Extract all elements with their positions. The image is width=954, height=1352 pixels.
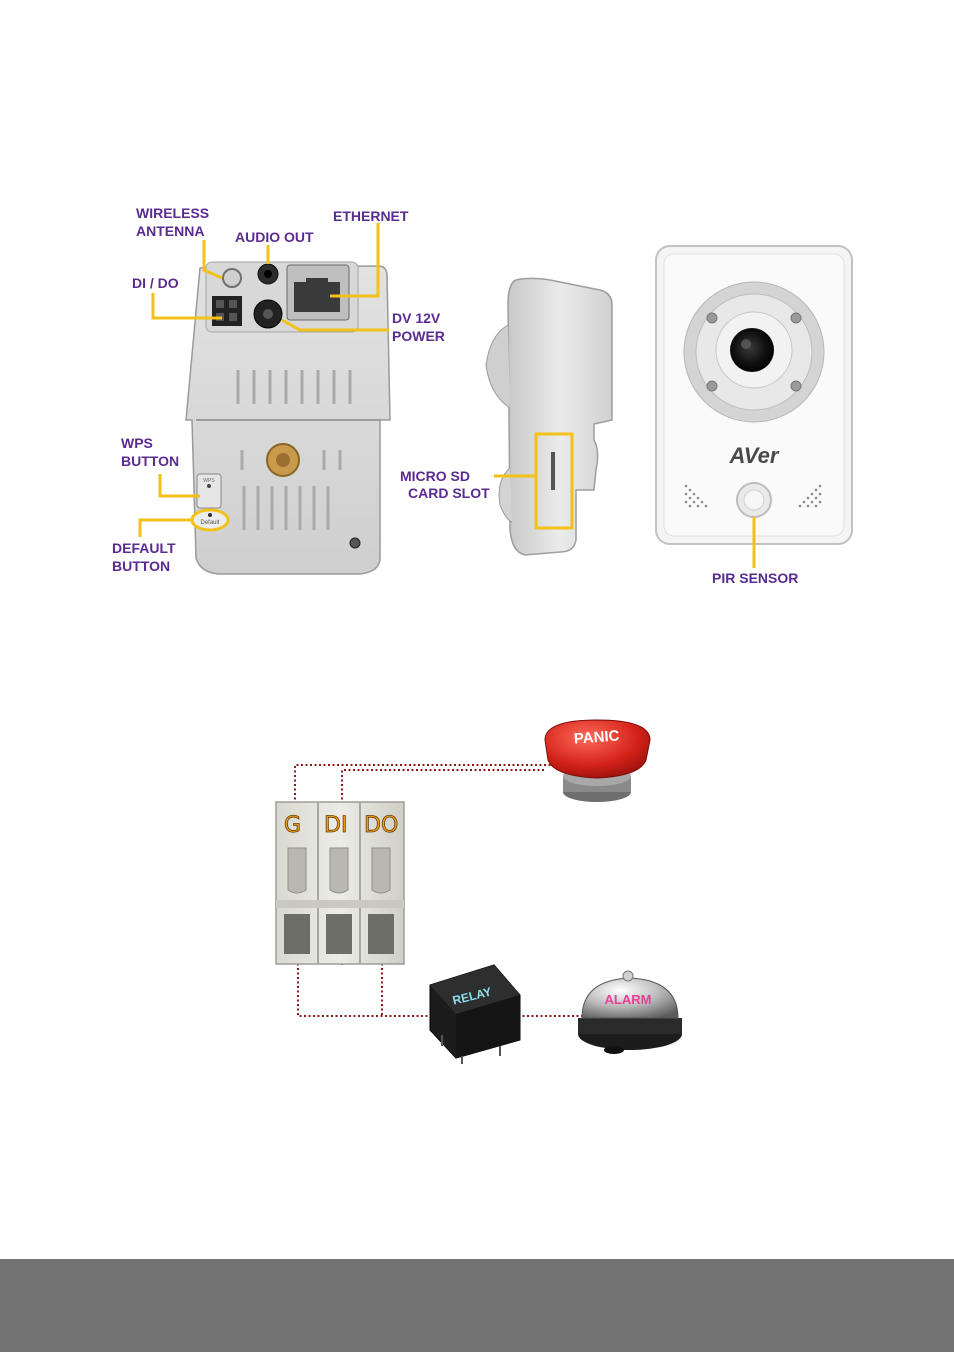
label-pir-sensor: PIR SENSOR	[712, 570, 798, 586]
callout-labels: WIRELESS ANTENNA AUDIO OUT ETHERNET DI /…	[112, 205, 798, 586]
page-footer-bar	[0, 1259, 954, 1352]
label-ethernet: ETHERNET	[333, 208, 409, 224]
panic-button: PANIC	[544, 719, 651, 802]
label-micro-sd-1: MICRO SD	[400, 468, 470, 484]
wiring-figure: G DI DO PANIC RELAY	[275, 719, 682, 1064]
speaker-grille-right	[798, 484, 822, 508]
camera-figure: WPS Default	[112, 205, 853, 586]
alarm-bell: ALARM	[578, 970, 682, 1054]
label-default-1: DEFAULT	[112, 540, 176, 556]
alarm-label: ALARM	[605, 992, 652, 1007]
antenna-connector	[222, 268, 242, 288]
label-dv-power-1: DV 12V	[392, 310, 441, 326]
label-micro-sd-2: CARD SLOT	[408, 485, 490, 501]
svg-text:WPS: WPS	[203, 478, 215, 484]
terminal-label-do: DO	[364, 813, 398, 838]
terminal-label-g: G	[284, 813, 301, 838]
label-dv-power-2: POWER	[392, 328, 445, 344]
label-di-do: DI / DO	[132, 275, 179, 291]
label-audio-out: AUDIO OUT	[235, 229, 314, 245]
terminal-block: G DI DO	[275, 801, 405, 965]
camera-front-view: AVer	[655, 245, 853, 545]
camera-side-view	[485, 277, 613, 556]
speaker-grille-left	[684, 484, 708, 508]
callout-lines	[138, 223, 756, 568]
label-default-2: BUTTON	[112, 558, 170, 574]
relay: RELAY	[429, 964, 521, 1064]
micro-sd-slot	[551, 452, 555, 490]
micro-sd-highlight	[534, 432, 574, 530]
label-wps-1: WPS	[121, 435, 153, 451]
label-wireless-antenna-2: ANTENNA	[136, 223, 204, 239]
wps-button	[196, 473, 222, 509]
label-wireless-antenna-1: WIRELESS	[136, 205, 209, 221]
aver-logo: AVer	[729, 443, 780, 468]
panic-label: PANIC	[573, 727, 620, 747]
camera-rear-view: WPS Default	[185, 261, 391, 575]
svg-text:Default: Default	[200, 520, 219, 526]
label-wps-2: BUTTON	[121, 453, 179, 469]
camera-lens	[730, 328, 774, 372]
terminal-label-di: DI	[324, 813, 347, 838]
